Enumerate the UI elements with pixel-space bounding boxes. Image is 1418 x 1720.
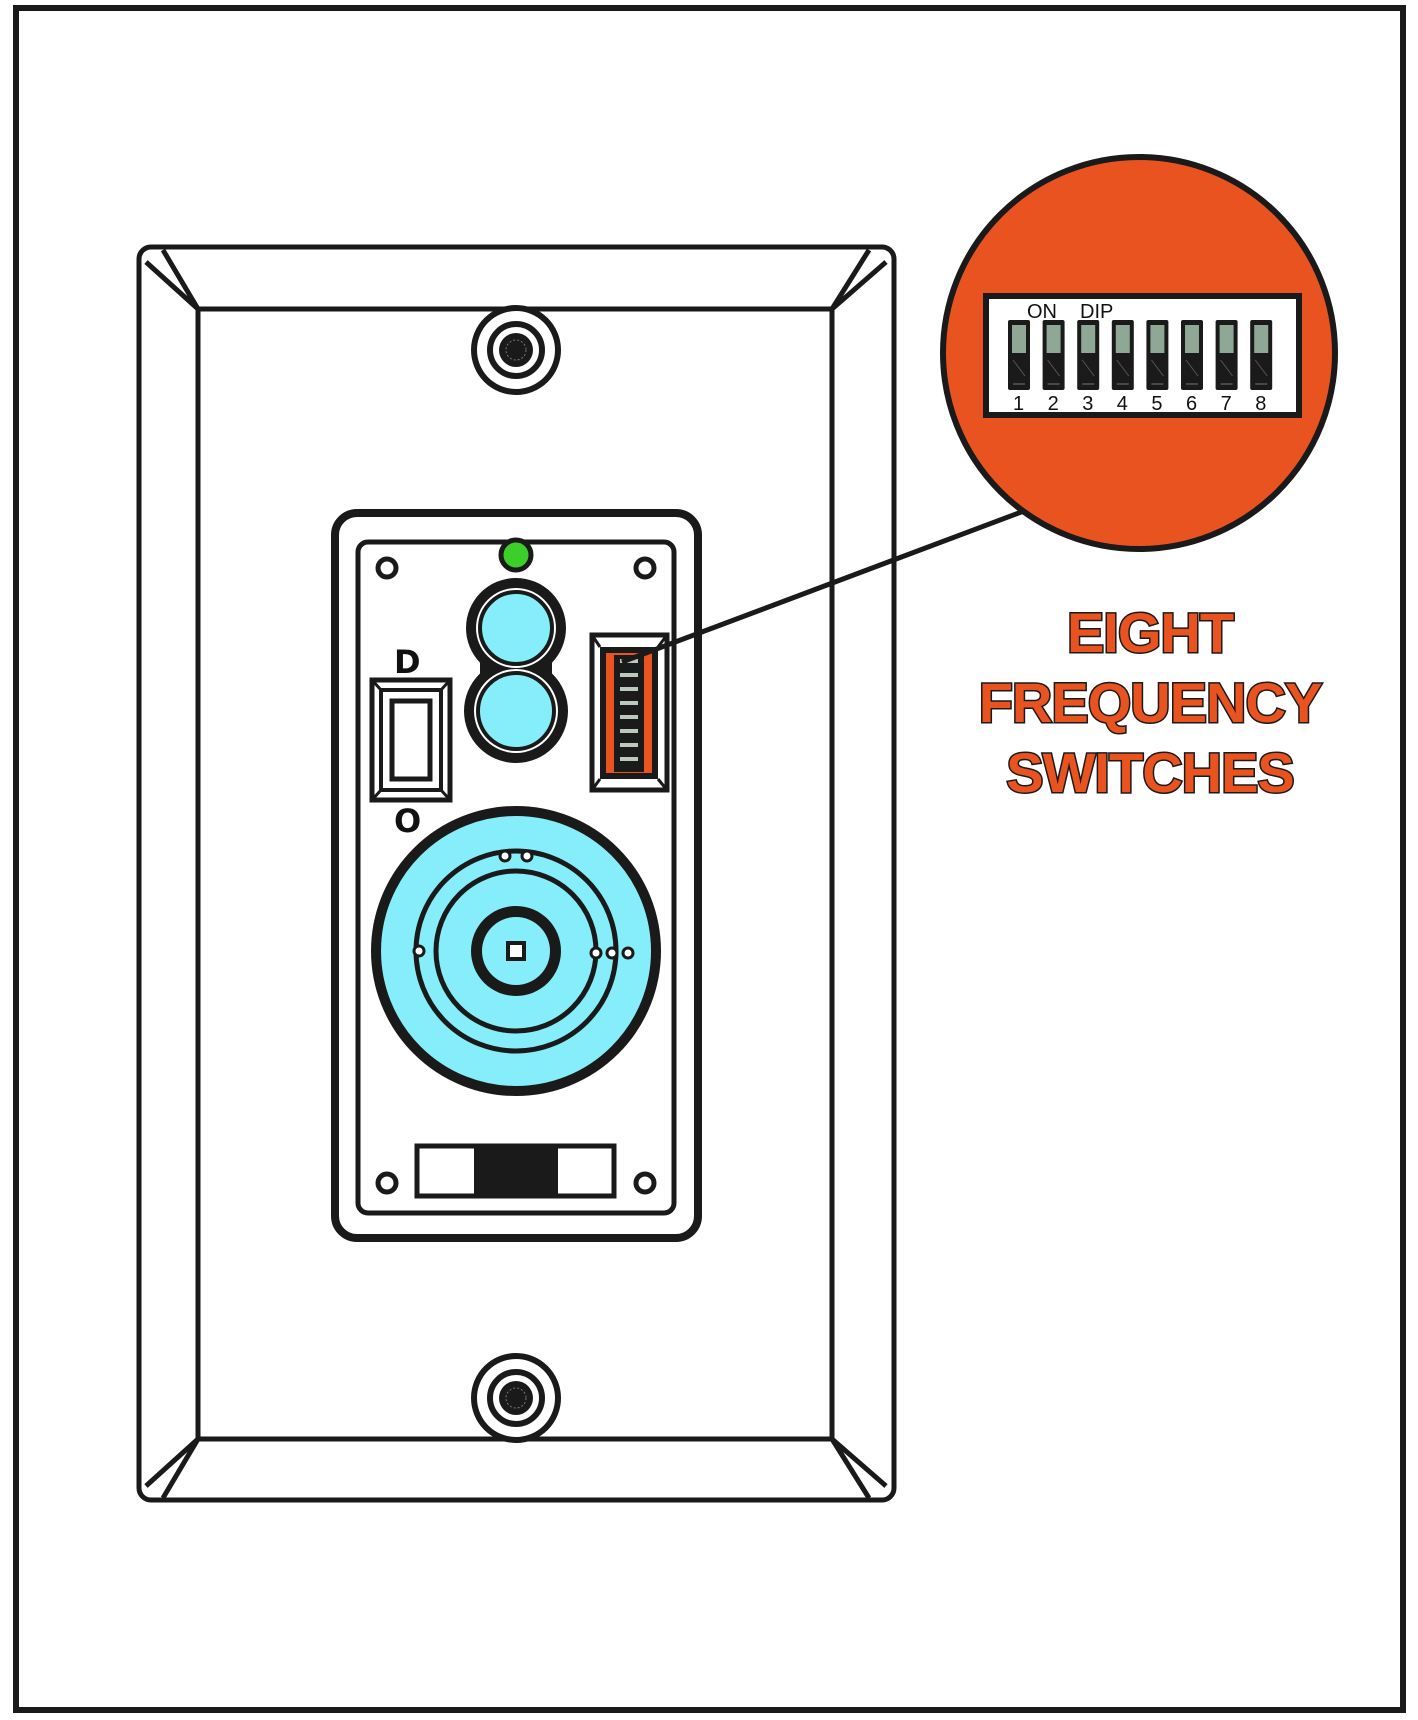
- dip-position-number: 1: [1013, 393, 1024, 415]
- callout-line-3: SWITCHES: [1005, 740, 1297, 806]
- dip-position-number: 3: [1082, 393, 1093, 415]
- slide-switch[interactable]: [414, 1143, 617, 1199]
- callout-line-2: FREQUENCY: [977, 670, 1324, 736]
- mount-hole: [375, 556, 399, 580]
- dip-toggle-3[interactable]: 3: [1077, 320, 1100, 415]
- device-module: D O: [331, 509, 702, 1242]
- dip-position-number: 6: [1186, 393, 1197, 415]
- callout-title: EIGHT FREQUENCY SWITCHES: [940, 598, 1360, 808]
- rocker-switch[interactable]: D O: [369, 643, 453, 840]
- dip-toggle-2[interactable]: 2: [1042, 320, 1065, 415]
- dip-switch-module[interactable]: [589, 632, 670, 793]
- dip-on-label: ON: [1027, 301, 1057, 323]
- dip-toggle-5[interactable]: 5: [1146, 320, 1169, 415]
- dip-toggle-6[interactable]: 6: [1181, 320, 1203, 415]
- mount-hole: [375, 1171, 399, 1195]
- dip-position-number: 8: [1255, 393, 1266, 415]
- mount-hole: [633, 556, 657, 580]
- rocker-bottom-letter: O: [394, 802, 421, 840]
- screw-bottom: [471, 1353, 561, 1443]
- screw-top: [471, 305, 561, 395]
- dual-button-housing: [464, 578, 568, 763]
- status-led-icon: [498, 537, 534, 573]
- dip-toggle-7[interactable]: 7: [1215, 320, 1238, 415]
- callout-line-1: EIGHT: [1065, 600, 1235, 666]
- dip-toggle-8[interactable]: 8: [1250, 320, 1273, 415]
- dip-position-number: 4: [1117, 393, 1128, 415]
- dip-toggle-1[interactable]: 1: [1008, 320, 1030, 415]
- callout-leader-line: [621, 508, 1025, 665]
- dip-position-number: 2: [1048, 393, 1059, 415]
- button-lower[interactable]: [476, 671, 556, 751]
- dip-callout: ON DIP 1 2 3 4 5 6 7 8: [940, 154, 1338, 552]
- rocker-top-letter: D: [394, 643, 421, 681]
- button-upper[interactable]: [478, 590, 554, 666]
- dip-position-number: 7: [1221, 393, 1232, 415]
- mount-hole: [633, 1171, 657, 1195]
- speaker-grille: [371, 806, 661, 1096]
- dip-position-number: 5: [1151, 393, 1162, 415]
- dip-toggle-4[interactable]: 4: [1111, 320, 1134, 415]
- dip-dip-label: DIP: [1080, 301, 1113, 323]
